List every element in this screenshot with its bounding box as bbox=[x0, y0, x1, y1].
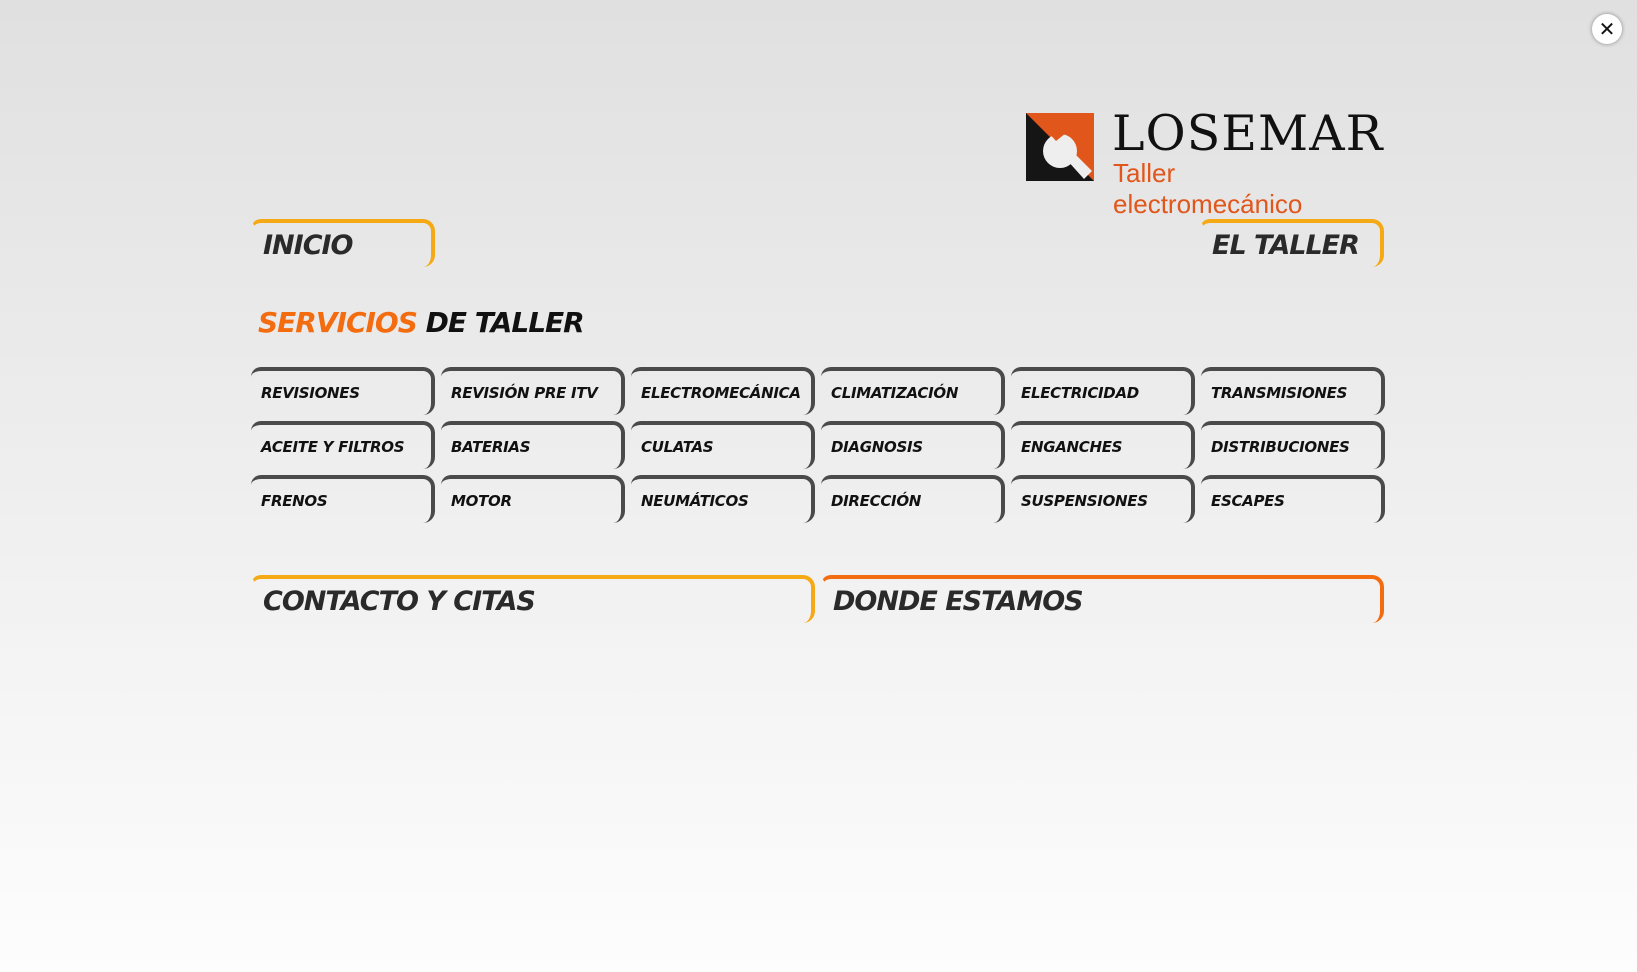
service-button[interactable]: DIRECCIÓN bbox=[821, 475, 1005, 523]
service-button[interactable]: DIAGNOSIS bbox=[821, 421, 1005, 469]
wrench-logo-icon bbox=[1026, 113, 1094, 181]
close-icon: ✕ bbox=[1598, 17, 1616, 41]
service-button[interactable]: FRENOS bbox=[251, 475, 435, 523]
close-button[interactable]: ✕ bbox=[1592, 14, 1622, 44]
service-button[interactable]: ELECTRICIDAD bbox=[1011, 367, 1195, 415]
nav-donde-estamos[interactable]: DONDE ESTAMOS bbox=[821, 575, 1384, 623]
logo-tagline: Taller electromecánico bbox=[1113, 158, 1303, 219]
service-button[interactable]: TRANSMISIONES bbox=[1201, 367, 1385, 415]
nav-el-taller[interactable]: EL TALLER bbox=[1200, 219, 1384, 267]
services-title-rest: DE TALLER bbox=[416, 306, 585, 339]
service-button[interactable]: REVISIONES bbox=[251, 367, 435, 415]
nav-contacto-citas[interactable]: CONTACTO Y CITAS bbox=[251, 575, 815, 623]
service-button[interactable]: ACEITE Y FILTROS bbox=[251, 421, 435, 469]
service-button[interactable]: NEUMÁTICOS bbox=[631, 475, 815, 523]
service-button[interactable]: CLIMATIZACIÓN bbox=[821, 367, 1005, 415]
service-button[interactable]: ESCAPES bbox=[1201, 475, 1385, 523]
logo[interactable]: LOSEMAR Taller electromecánico bbox=[1026, 105, 1383, 219]
nav-inicio[interactable]: INICIO bbox=[251, 219, 435, 267]
service-button[interactable]: SUSPENSIONES bbox=[1011, 475, 1195, 523]
logo-name: LOSEMAR bbox=[1112, 105, 1384, 162]
service-button[interactable]: ELECTROMECÁNICA bbox=[631, 367, 815, 415]
service-button[interactable]: ENGANCHES bbox=[1011, 421, 1195, 469]
service-button[interactable]: CULATAS bbox=[631, 421, 815, 469]
service-button[interactable]: MOTOR bbox=[441, 475, 625, 523]
services-title: SERVICIOS DE TALLER bbox=[258, 306, 585, 339]
service-button[interactable]: BATERIAS bbox=[441, 421, 625, 469]
service-button[interactable]: DISTRIBUCIONES bbox=[1201, 421, 1385, 469]
service-button[interactable]: REVISIÓN PRE ITV bbox=[441, 367, 625, 415]
services-title-highlight: SERVICIOS bbox=[258, 306, 418, 339]
